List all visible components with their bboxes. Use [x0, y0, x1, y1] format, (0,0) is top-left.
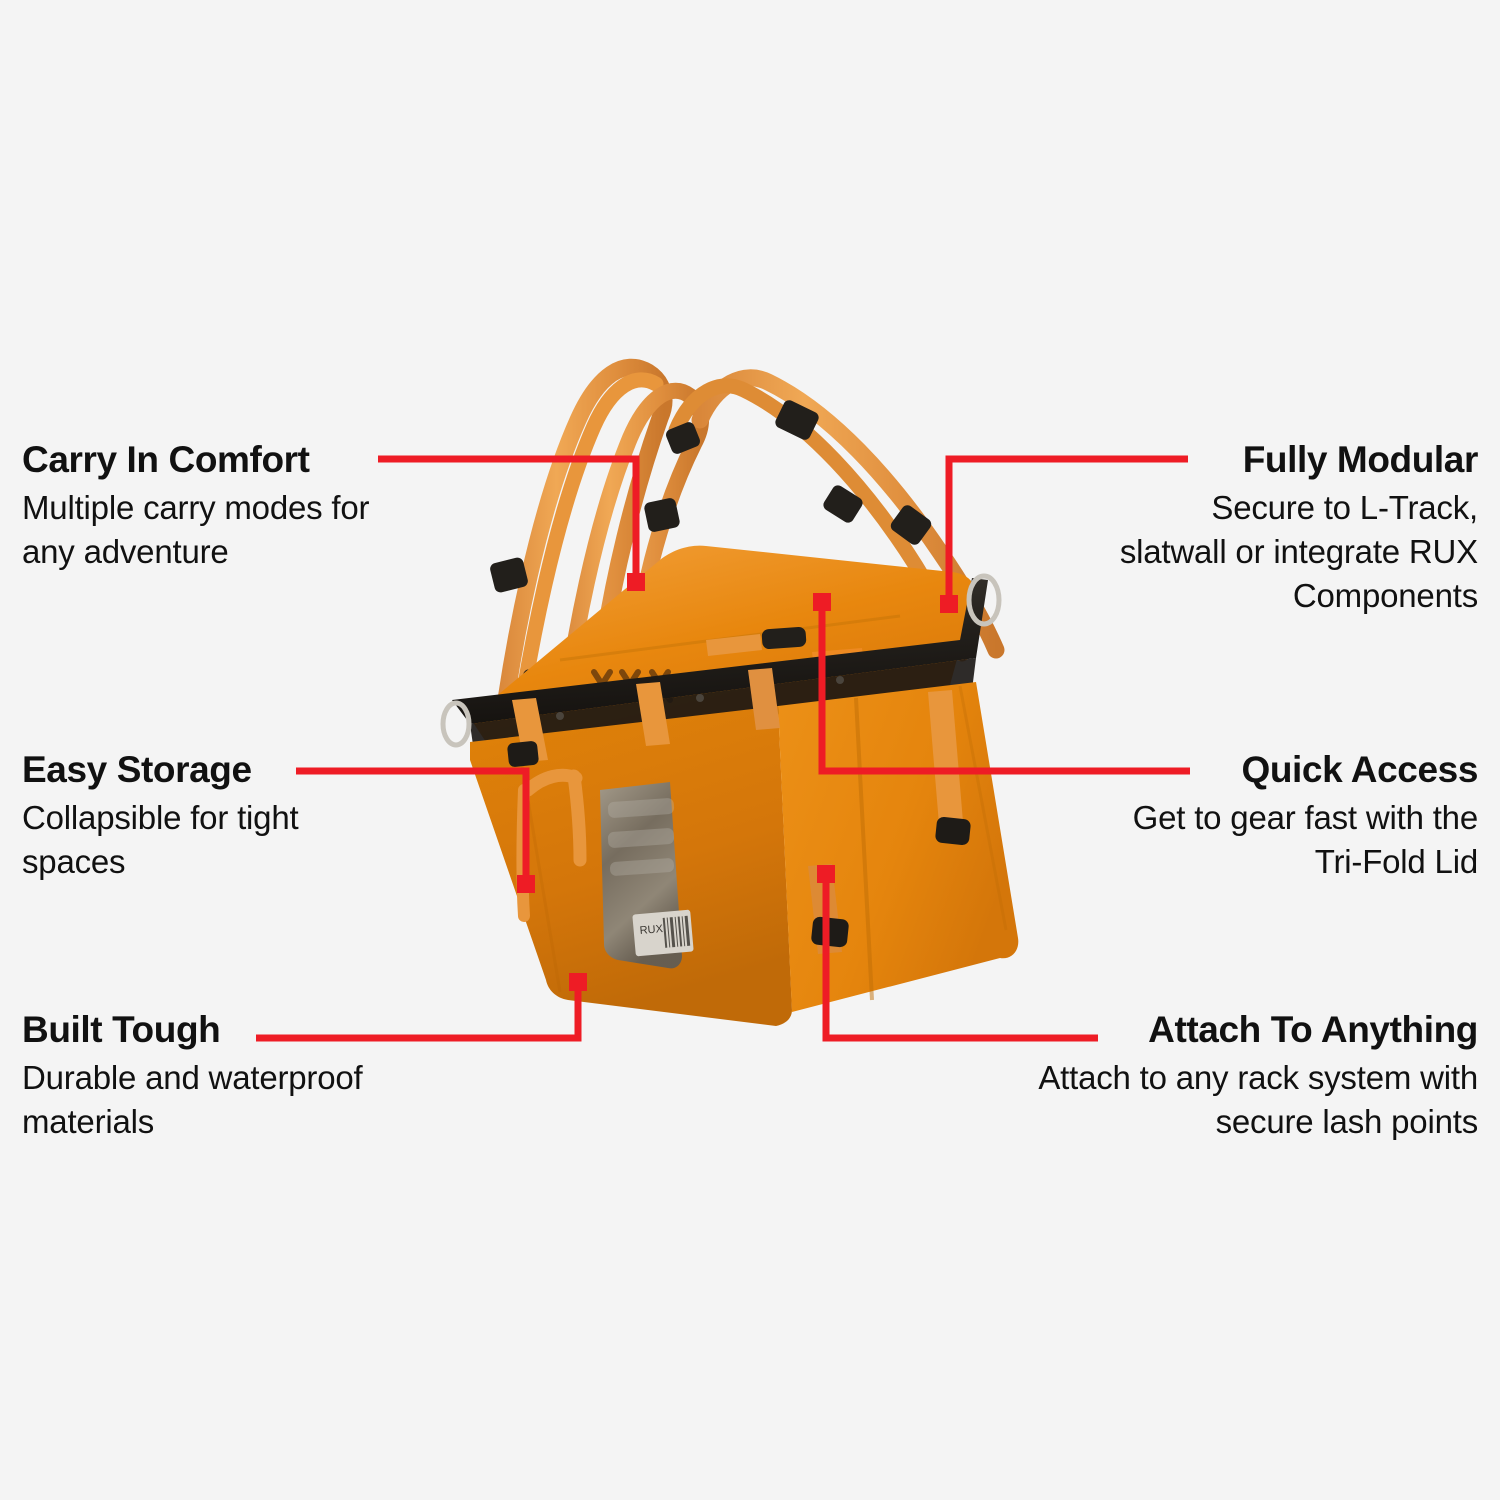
- callout-desc-line: secure lash points: [1215, 1103, 1479, 1140]
- product-label: RUX: [632, 909, 694, 957]
- callout-description: Collapsible for tight spaces: [22, 796, 392, 884]
- callout-desc-line: Secure to L-Track,: [1211, 489, 1478, 526]
- callout-title: Carry In Comfort: [22, 439, 310, 480]
- callout-title: Fully Modular: [1242, 439, 1479, 480]
- clear-window-panel: RUX: [600, 782, 694, 969]
- callout-title: Built Tough: [22, 1009, 221, 1050]
- callout-desc-line: Multiple carry modes for: [22, 489, 370, 526]
- callout-desc-line: Tri-Fold Lid: [1314, 843, 1478, 880]
- d-ring-left: [440, 700, 472, 748]
- callout-carry-in-comfort: Carry In Comfort Multiple carry modes fo…: [22, 438, 452, 574]
- callout-attach-to-anything: Attach To Anything Attach to any rack sy…: [958, 1008, 1478, 1144]
- bag-side-face: [778, 682, 1019, 1012]
- callout-fully-modular: Fully Modular Secure to L-Track, slatwal…: [1058, 438, 1479, 618]
- callout-description: Get to gear fast with the Tri-Fold Lid: [1058, 796, 1479, 884]
- callout-description: Multiple carry modes for any adventure: [22, 486, 452, 574]
- callout-title: Attach To Anything: [1148, 1009, 1478, 1050]
- callout-desc-line: materials: [22, 1103, 155, 1140]
- callout-description: Durable and waterproof materials: [22, 1056, 442, 1144]
- callout-built-tough: Built Tough Durable and waterproof mater…: [22, 1008, 442, 1144]
- callout-description: Attach to any rack system with secure la…: [958, 1056, 1478, 1144]
- callout-desc-line: Collapsible for tight: [22, 799, 299, 836]
- callout-easy-storage: Easy Storage Collapsible for tight space…: [22, 748, 392, 884]
- callout-quick-access: Quick Access Get to gear fast with the T…: [1058, 748, 1479, 884]
- callout-desc-line: Attach to any rack system with: [1038, 1059, 1478, 1096]
- callout-desc-line: any adventure: [22, 533, 229, 570]
- callout-title: Easy Storage: [22, 749, 252, 790]
- svg-text:RUX: RUX: [639, 923, 664, 937]
- callout-title: Quick Access: [1241, 749, 1478, 790]
- callout-description: Secure to L-Track, slatwall or integrate…: [1058, 486, 1478, 618]
- callout-desc-line: slatwall or integrate RUX: [1119, 533, 1478, 570]
- callout-desc-line: Durable and waterproof: [22, 1059, 363, 1096]
- callout-desc-line: spaces: [22, 843, 126, 880]
- callout-desc-line: Get to gear fast with the: [1132, 799, 1479, 836]
- callout-desc-line: Components: [1292, 577, 1478, 614]
